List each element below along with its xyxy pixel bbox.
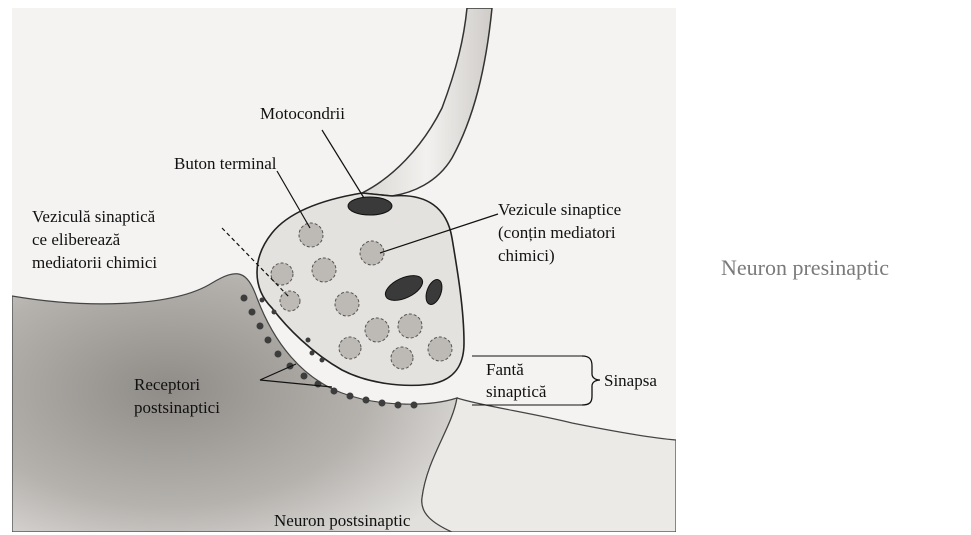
label-releasing-vesicle-line2: ce eliberează: [32, 230, 120, 250]
postsynaptic-neuron-lower: [422, 398, 676, 532]
vesicle: [365, 318, 389, 342]
vesicle: [339, 337, 361, 359]
label-synapse: Sinapsa: [604, 371, 657, 391]
vesicle: [280, 291, 300, 311]
label-releasing-vesicle-line1: Veziculă sinaptică: [32, 207, 155, 227]
presynaptic-neuron-label: Neuron presinaptic: [721, 255, 889, 281]
mitochondrion: [348, 197, 392, 215]
label-synaptic-cleft-line1: Fantă: [486, 360, 524, 380]
synapse-figure: Motocondrii Buton terminal Veziculă sina…: [12, 8, 676, 532]
vesicle: [335, 292, 359, 316]
label-synaptic-cleft-line2: sinaptică: [486, 382, 546, 402]
vesicle: [398, 314, 422, 338]
label-receptors-line1: Receptori: [134, 375, 200, 395]
label-synaptic-vesicles-line2: (conțin mediatori: [498, 223, 616, 243]
vesicle: [391, 347, 413, 369]
label-synaptic-vesicles-line1: Vezicule sinaptice: [498, 200, 621, 220]
label-mitochondria: Motocondrii: [260, 104, 345, 124]
label-terminal-button: Buton terminal: [174, 154, 276, 174]
label-synaptic-vesicles-line3: chimici): [498, 246, 555, 266]
vesicle: [271, 263, 293, 285]
vesicle: [428, 337, 452, 361]
presynaptic-axon: [362, 8, 492, 196]
vesicle: [312, 258, 336, 282]
synapse-brace: [582, 356, 600, 405]
vesicle: [299, 223, 323, 247]
label-receptors-line2: postsinaptici: [134, 398, 220, 418]
label-postsynaptic-neuron: Neuron postsinaptic: [274, 511, 410, 531]
label-releasing-vesicle-line3: mediatorii chimici: [32, 253, 157, 273]
